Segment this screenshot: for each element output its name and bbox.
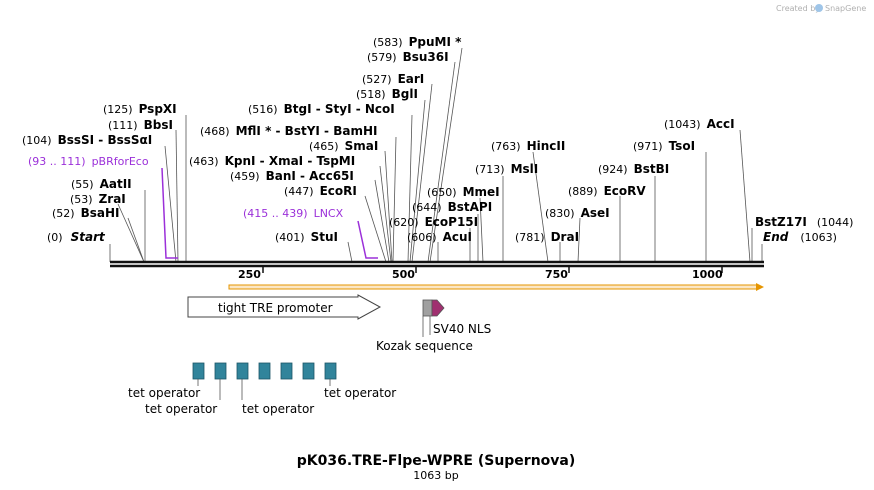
- enzyme-msli[interactable]: (713)MslI: [475, 162, 538, 176]
- feature-tight-tre-promoter[interactable]: tight TRE promoter: [187, 294, 382, 320]
- enzyme-bbsi[interactable]: (111)BbsI: [108, 118, 173, 132]
- primer-pbrforeco-mark: [161, 167, 178, 259]
- enzyme-ppumi[interactable]: (583)PpuMI *: [373, 35, 462, 49]
- leader-bsssi: [164, 145, 177, 263]
- leader-bsahi: [127, 217, 145, 263]
- enzyme-bstz17i[interactable]: BstZ17I(1044): [755, 215, 853, 229]
- enzyme-end[interactable]: End(1063): [763, 230, 837, 244]
- leader-smai: [384, 150, 393, 263]
- enzyme-mmei[interactable]: (650)MmeI: [427, 185, 500, 199]
- leader-btgi: [407, 114, 413, 263]
- tet-operator-box-6[interactable]: [302, 362, 315, 380]
- leader-mmei: [479, 197, 484, 263]
- primer-labels: (93 .. 111)pBRforEco (415 .. 439)LNCX: [28, 155, 344, 220]
- primer-pbrforeco[interactable]: (93 .. 111)pBRforEco: [28, 155, 149, 168]
- orf-arrow[interactable]: [228, 283, 764, 291]
- enzyme-stui[interactable]: (401)StuI: [275, 230, 338, 244]
- enzyme-mfli[interactable]: (468)MflI * - BstYI - BamHI: [200, 124, 377, 138]
- ruler-label-750: 750: [545, 268, 568, 281]
- tet-operator-group: tet operator tet operator tet operator t…: [128, 362, 396, 416]
- primer-marks: [161, 167, 378, 259]
- enzyme-acci[interactable]: (1043)AccI: [664, 117, 735, 131]
- enzyme-drai[interactable]: (781)DraI: [515, 230, 579, 244]
- leader-bani: [374, 179, 390, 263]
- tet-operator-label-3: tet operator: [242, 402, 314, 416]
- ruler-label-500: 500: [392, 268, 415, 281]
- enzyme-bani[interactable]: (459)BanI - Acc65I: [230, 169, 354, 183]
- snapgene-logo-icon: [815, 4, 823, 12]
- leader-eari: [411, 83, 433, 263]
- sequence-length: 1063 bp: [413, 469, 458, 482]
- enzyme-pspxi[interactable]: (125)PspXI: [103, 102, 177, 116]
- enzyme-acui[interactable]: (606)AcuI: [407, 230, 472, 244]
- kozak-box: [422, 299, 433, 317]
- enzyme-bsahi[interactable]: (52)BsaHI: [52, 206, 120, 220]
- leader-hincii: [532, 151, 549, 263]
- tet-operator-label-4: tet operator: [324, 386, 396, 400]
- ruler-label-1000: 1000: [692, 268, 723, 281]
- orf-arrow-body: [228, 284, 759, 290]
- tet-operator-box-5[interactable]: [280, 362, 293, 380]
- leader-asei: [577, 217, 581, 263]
- leader-mfli: [392, 136, 397, 263]
- enzyme-leader-lines: [109, 47, 763, 263]
- leader-ecori: [364, 195, 387, 263]
- enzyme-bsu36i[interactable]: (579)Bsu36I: [367, 50, 449, 64]
- enzyme-btgi[interactable]: (516)BtgI - StyI - NcoI: [248, 102, 395, 116]
- nls-arrow: [431, 299, 445, 317]
- enzyme-ecorv[interactable]: (889)EcoRV: [568, 184, 646, 198]
- leader-ppumi: [429, 47, 463, 263]
- tet-operator-box-7[interactable]: [324, 362, 337, 380]
- leader-bbsi: [175, 129, 179, 263]
- ruler: 250 500 750 1000: [238, 266, 723, 281]
- leader-stui: [347, 241, 353, 263]
- enzyme-bstapi[interactable]: (644)BstAPI: [412, 200, 492, 214]
- kozak-label: Kozak sequence: [376, 339, 473, 353]
- snapgene-credit: Created by SnapGene: [776, 4, 866, 13]
- primer-lncx-mark: [357, 220, 378, 259]
- primer-lncx[interactable]: (415 .. 439)LNCX: [243, 207, 344, 220]
- enzyme-hincii[interactable]: (763)HincII: [491, 139, 565, 153]
- leader-bgli: [409, 99, 426, 263]
- enzyme-bgli[interactable]: (518)BglI: [356, 87, 418, 101]
- leader-zrai: [117, 203, 145, 263]
- promoter-label: tight TRE promoter: [218, 301, 333, 315]
- snapgene-name: SnapGene: [825, 4, 866, 13]
- enzyme-aatii[interactable]: (55)AatII: [71, 177, 132, 191]
- enzyme-labels: (0)Start (52)BsaHI (53)ZraI (55)AatII (1…: [22, 35, 853, 244]
- sequence-title: pK036.TRE-Flpe-WPRE (Supernova): [297, 453, 576, 469]
- enzyme-bsssi[interactable]: (104)BssSI - BssSαI: [22, 133, 152, 147]
- enzyme-zrai[interactable]: (53)ZraI: [70, 192, 126, 206]
- enzyme-smai[interactable]: (465)SmaI: [309, 139, 378, 153]
- enzyme-ecori[interactable]: (447)EcoRI: [284, 184, 357, 198]
- ruler-label-250: 250: [238, 268, 261, 281]
- tet-operator-box-3[interactable]: [236, 362, 249, 380]
- orf-arrow-head: [756, 283, 764, 291]
- leader-acci: [739, 129, 751, 263]
- enzyme-ecop15i[interactable]: (620)EcoP15I: [389, 215, 478, 229]
- enzyme-bstbi[interactable]: (924)BstBI: [598, 162, 669, 176]
- nls-label: SV40 NLS: [433, 322, 491, 336]
- tet-operator-box-2[interactable]: [214, 362, 227, 380]
- tet-operator-label-2: tet operator: [145, 402, 217, 416]
- leader-kpni: [379, 165, 392, 263]
- created-by-text: Created by: [776, 4, 820, 13]
- tet-operator-box-1[interactable]: [192, 362, 205, 380]
- feature-nls-kozak[interactable]: SV40 NLS Kozak sequence: [376, 299, 491, 353]
- enzyme-start[interactable]: (0)Start: [47, 230, 106, 244]
- enzyme-kpni[interactable]: (463)KpnI - XmaI - TspMI: [189, 154, 355, 168]
- enzyme-eari[interactable]: (527)EarI: [362, 72, 424, 86]
- enzyme-tsoi[interactable]: (971)TsoI: [633, 139, 695, 153]
- sequence-backbone: [110, 260, 764, 268]
- leader-bsu36i: [427, 61, 456, 263]
- tet-operator-label-1: tet operator: [128, 386, 200, 400]
- enzyme-asei[interactable]: (830)AseI: [545, 206, 610, 220]
- promoter-arrow: [187, 294, 382, 320]
- tet-operator-box-4[interactable]: [258, 362, 271, 380]
